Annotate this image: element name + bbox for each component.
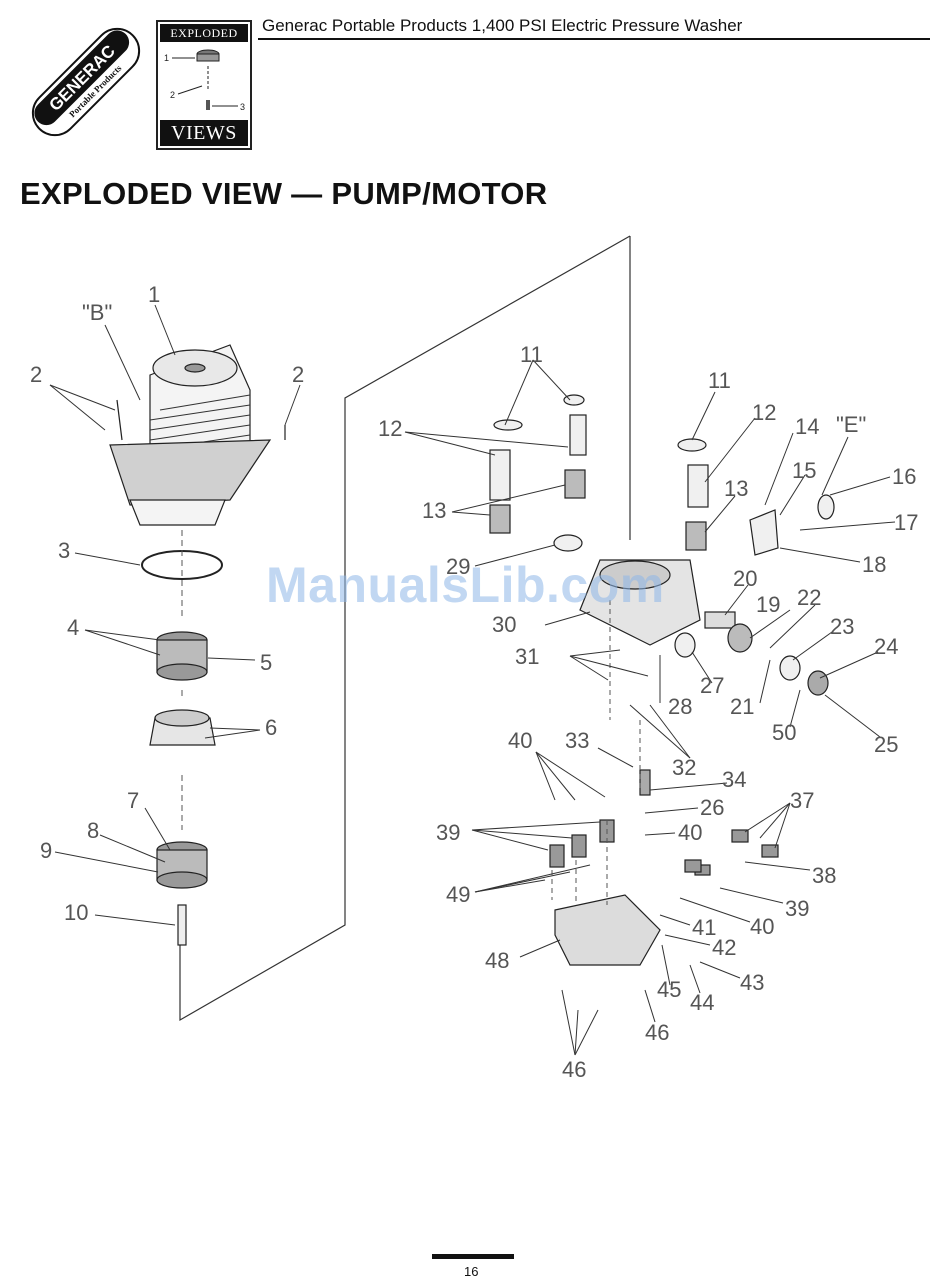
callout-48: 48 (485, 948, 509, 973)
callout-31: 31 (515, 644, 539, 669)
callout-50: 50 (772, 720, 796, 745)
callout-44: 44 (690, 990, 714, 1015)
detail-label-b: "B" (82, 300, 112, 325)
leader-lines (49, 304, 896, 1056)
callout-43: 43 (740, 970, 764, 995)
callout-39: 39 (436, 820, 460, 845)
callout-27: 27 (700, 673, 724, 698)
callout-12b: 12 (752, 400, 776, 425)
callout-40b: 40 (678, 820, 702, 845)
callout-26: 26 (700, 795, 724, 820)
callout-18: 18 (862, 552, 886, 577)
callout-33: 33 (565, 728, 589, 753)
callout-17: 17 (894, 510, 918, 535)
pump-assembly (489, 394, 835, 966)
callout-3: 3 (58, 538, 70, 563)
badge-top-label: Exploded (160, 24, 248, 42)
callout-46b: 46 (562, 1057, 586, 1082)
pump-axis (551, 600, 641, 905)
callout-13: 13 (422, 498, 446, 523)
callout-45: 45 (657, 977, 681, 1002)
callout-49: 49 (446, 882, 470, 907)
page-number: 16 (464, 1264, 479, 1279)
callout-4: 4 (67, 615, 79, 640)
svg-text:3: 3 (240, 102, 245, 112)
detail-label-e: "E" (836, 412, 866, 437)
callout-11b: 11 (708, 368, 731, 393)
callout-12: 12 (378, 416, 402, 441)
callout-20: 20 (733, 566, 757, 591)
callout-42: 42 (712, 935, 736, 960)
header-rule (258, 38, 930, 40)
document-header-title: Generac Portable Products 1,400 PSI Elec… (262, 16, 743, 35)
callout-7: 7 (127, 788, 139, 813)
callout-30: 30 (492, 612, 516, 637)
exploded-views-badge: Exploded 1 2 3 Views (156, 20, 252, 150)
callout-9: 9 (40, 838, 52, 863)
badge-diagram-icon: 1 2 3 (164, 49, 245, 112)
generac-logo: GENERAC Portable Products (31, 27, 141, 137)
watermark: ManualsLib.com (266, 557, 665, 613)
footer-bar (432, 1254, 514, 1259)
callout-14: 14 (795, 414, 819, 439)
exploded-view-diagram: "B" "E" 1 2 2 3 4 5 6 7 8 9 10 11 11 12 … (30, 235, 918, 1082)
callout-21: 21 (730, 694, 754, 719)
svg-text:2: 2 (170, 90, 175, 100)
callout-34: 34 (722, 767, 746, 792)
callout-11: 11 (520, 342, 543, 367)
callout-25: 25 (874, 732, 898, 757)
callout-13b: 13 (724, 476, 748, 501)
callout-41: 41 (692, 915, 716, 940)
diagram-outline (179, 235, 631, 1022)
callout-40: 40 (508, 728, 532, 753)
callout-15: 15 (792, 458, 816, 483)
callout-1: 1 (148, 282, 160, 307)
callout-6: 6 (265, 715, 277, 740)
callout-2b: 2 (292, 362, 304, 387)
callout-37: 37 (790, 788, 814, 813)
badge-bottom-label: Views (160, 120, 248, 146)
svg-text:1: 1 (164, 53, 169, 63)
callout-29: 29 (446, 554, 470, 579)
callout-39b: 39 (785, 896, 809, 921)
motor-assembly (109, 344, 286, 526)
callout-5: 5 (260, 650, 272, 675)
callout-labels: "B" "E" 1 2 2 3 4 5 6 7 8 9 10 11 11 12 … (30, 282, 918, 1082)
callout-22: 22 (797, 585, 821, 610)
callout-23: 23 (830, 614, 854, 639)
motor-parts (141, 550, 223, 946)
callout-40c: 40 (750, 914, 774, 939)
callout-2: 2 (30, 362, 42, 387)
page-title: EXPLODED VIEW — PUMP/MOTOR (20, 176, 548, 211)
callout-16: 16 (892, 464, 916, 489)
callout-10: 10 (64, 900, 88, 925)
callout-24: 24 (874, 634, 898, 659)
callout-32: 32 (672, 755, 696, 780)
callout-38: 38 (812, 863, 836, 888)
callout-46: 46 (645, 1020, 669, 1045)
callout-8: 8 (87, 818, 99, 843)
callout-19: 19 (756, 592, 780, 617)
callout-28: 28 (668, 694, 692, 719)
